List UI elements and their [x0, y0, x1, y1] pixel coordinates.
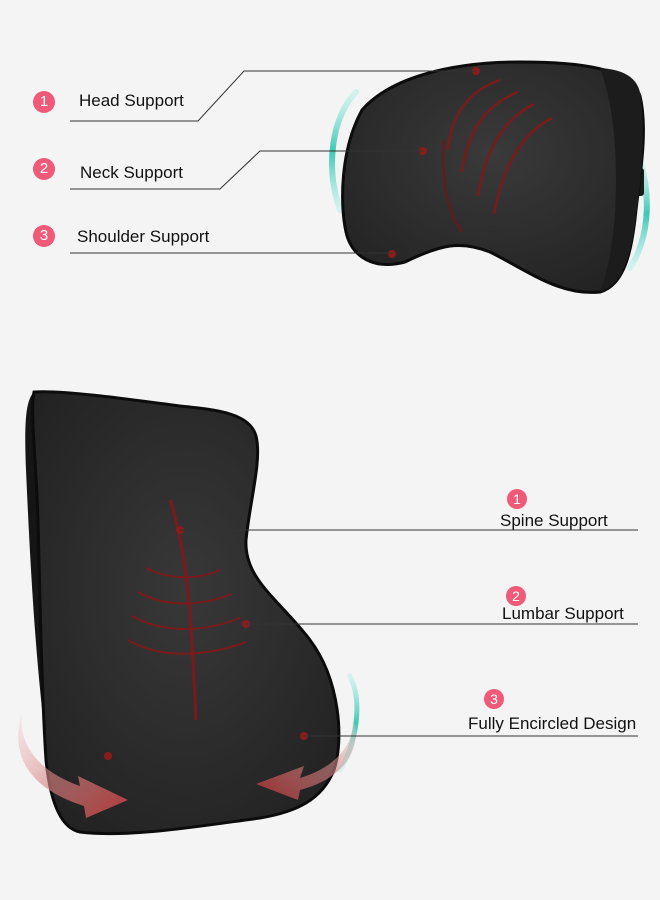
label-spine-support: Spine Support — [500, 511, 608, 530]
badge-lumbar-support: 2 — [506, 586, 526, 606]
red-arrow-right — [256, 716, 356, 800]
encircled-point-left — [104, 752, 112, 760]
badge-neck-support: 2 — [33, 158, 55, 180]
headrest-leader-lines — [70, 70, 476, 254]
lumbar-cushion — [18, 390, 360, 836]
badge-shoulder-support: 3 — [33, 225, 55, 247]
badge-spine-support: 1 — [507, 489, 527, 509]
teal-curve-left — [329, 89, 359, 213]
label-head-support: Head Support — [79, 91, 184, 110]
badge-head-support: 1 — [33, 91, 55, 113]
label-fully-encircled-design: Fully Encircled Design — [468, 714, 637, 733]
shoulder-point — [388, 250, 396, 258]
badge-fully-encircled-design: 3 — [484, 689, 504, 709]
red-arrow-left — [18, 712, 128, 818]
lumbar-leader-lines — [180, 529, 638, 737]
headrest-pillow — [329, 60, 650, 294]
label-lumbar-support: Lumbar Support — [502, 604, 624, 623]
label-neck-support: Neck Support — [80, 163, 183, 182]
label-shoulder-support: Shoulder Support — [77, 227, 210, 246]
